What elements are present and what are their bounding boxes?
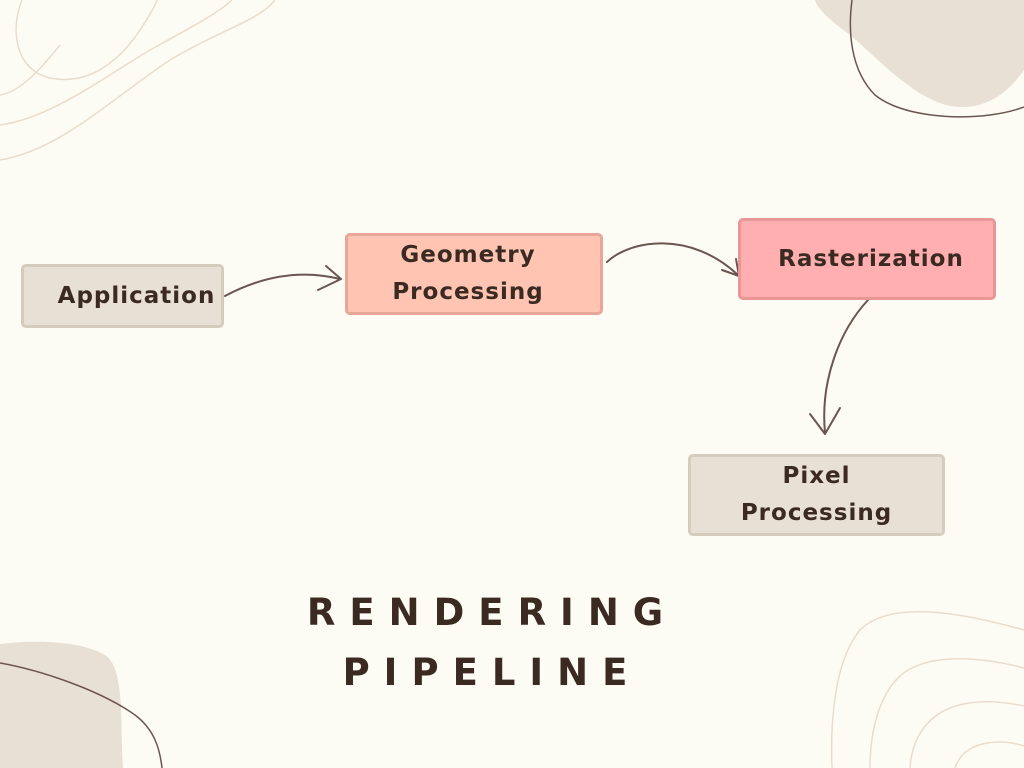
contour-lines-top-left (0, 0, 276, 161)
title-line-2: PIPELINE (342, 651, 642, 694)
node-geometry-processing: Geometry Processing (345, 233, 603, 315)
node-geometry-label-line-2: Processing (392, 279, 544, 305)
blob-bottom-left (0, 641, 123, 768)
node-pixel-processing: Pixel Processing (688, 454, 945, 536)
arrow-application-to-geometry (224, 273, 341, 297)
node-rasterization: Rasterization (738, 218, 996, 300)
arrow-geometry-to-rasterization (606, 242, 739, 276)
arrowhead-rasterization-to-pixel (809, 407, 841, 435)
contour-lines-bottom-right (830, 610, 1024, 768)
line-top-right (849, 0, 1024, 118)
arrow-rasterization-to-pixel (823, 299, 869, 434)
node-geometry-label-line-1: Geometry (400, 242, 536, 268)
line-bottom-left (0, 662, 163, 768)
arrowhead-application-to-geometry (317, 265, 342, 291)
node-rasterization-label: Rasterization (778, 245, 964, 272)
node-application-label: Application (57, 282, 216, 309)
node-application: Application (21, 264, 224, 328)
title-line-1: RENDERING (306, 591, 678, 634)
blob-top-right (815, 0, 1024, 108)
diagram-title: RENDERING PIPELINE (262, 583, 722, 703)
node-pixel-label-line-2: Processing (740, 500, 893, 526)
node-pixel-label-line-1: Pixel (782, 463, 851, 489)
